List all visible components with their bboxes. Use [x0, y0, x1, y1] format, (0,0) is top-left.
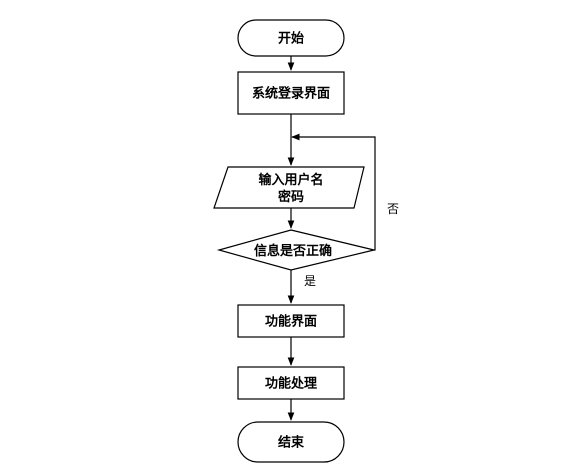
input-label-line1: 输入用户名 — [258, 172, 323, 188]
login-node: 系统登录界面 — [237, 71, 345, 115]
check-label: 信息是否正确 — [254, 243, 332, 259]
end-node: 结束 — [237, 421, 345, 463]
start-label: 开始 — [278, 31, 304, 47]
edge-label-yes: 是 — [304, 274, 316, 288]
check-node: 信息是否正确 — [216, 229, 375, 271]
edge-check-no-loop — [291, 133, 376, 251]
login-label: 系统登录界面 — [252, 86, 330, 102]
function-ui-label: 功能界面 — [265, 314, 317, 330]
function-proc-label: 功能处理 — [265, 376, 317, 392]
edge-label-no: 否 — [387, 202, 399, 216]
input-node: 输入用户名 密码 — [213, 166, 365, 209]
function-ui-node: 功能界面 — [237, 304, 345, 338]
end-label: 结束 — [278, 435, 305, 451]
start-node: 开始 — [237, 19, 345, 57]
input-label-line2: 密码 — [277, 189, 304, 205]
function-proc-node: 功能处理 — [237, 366, 345, 400]
